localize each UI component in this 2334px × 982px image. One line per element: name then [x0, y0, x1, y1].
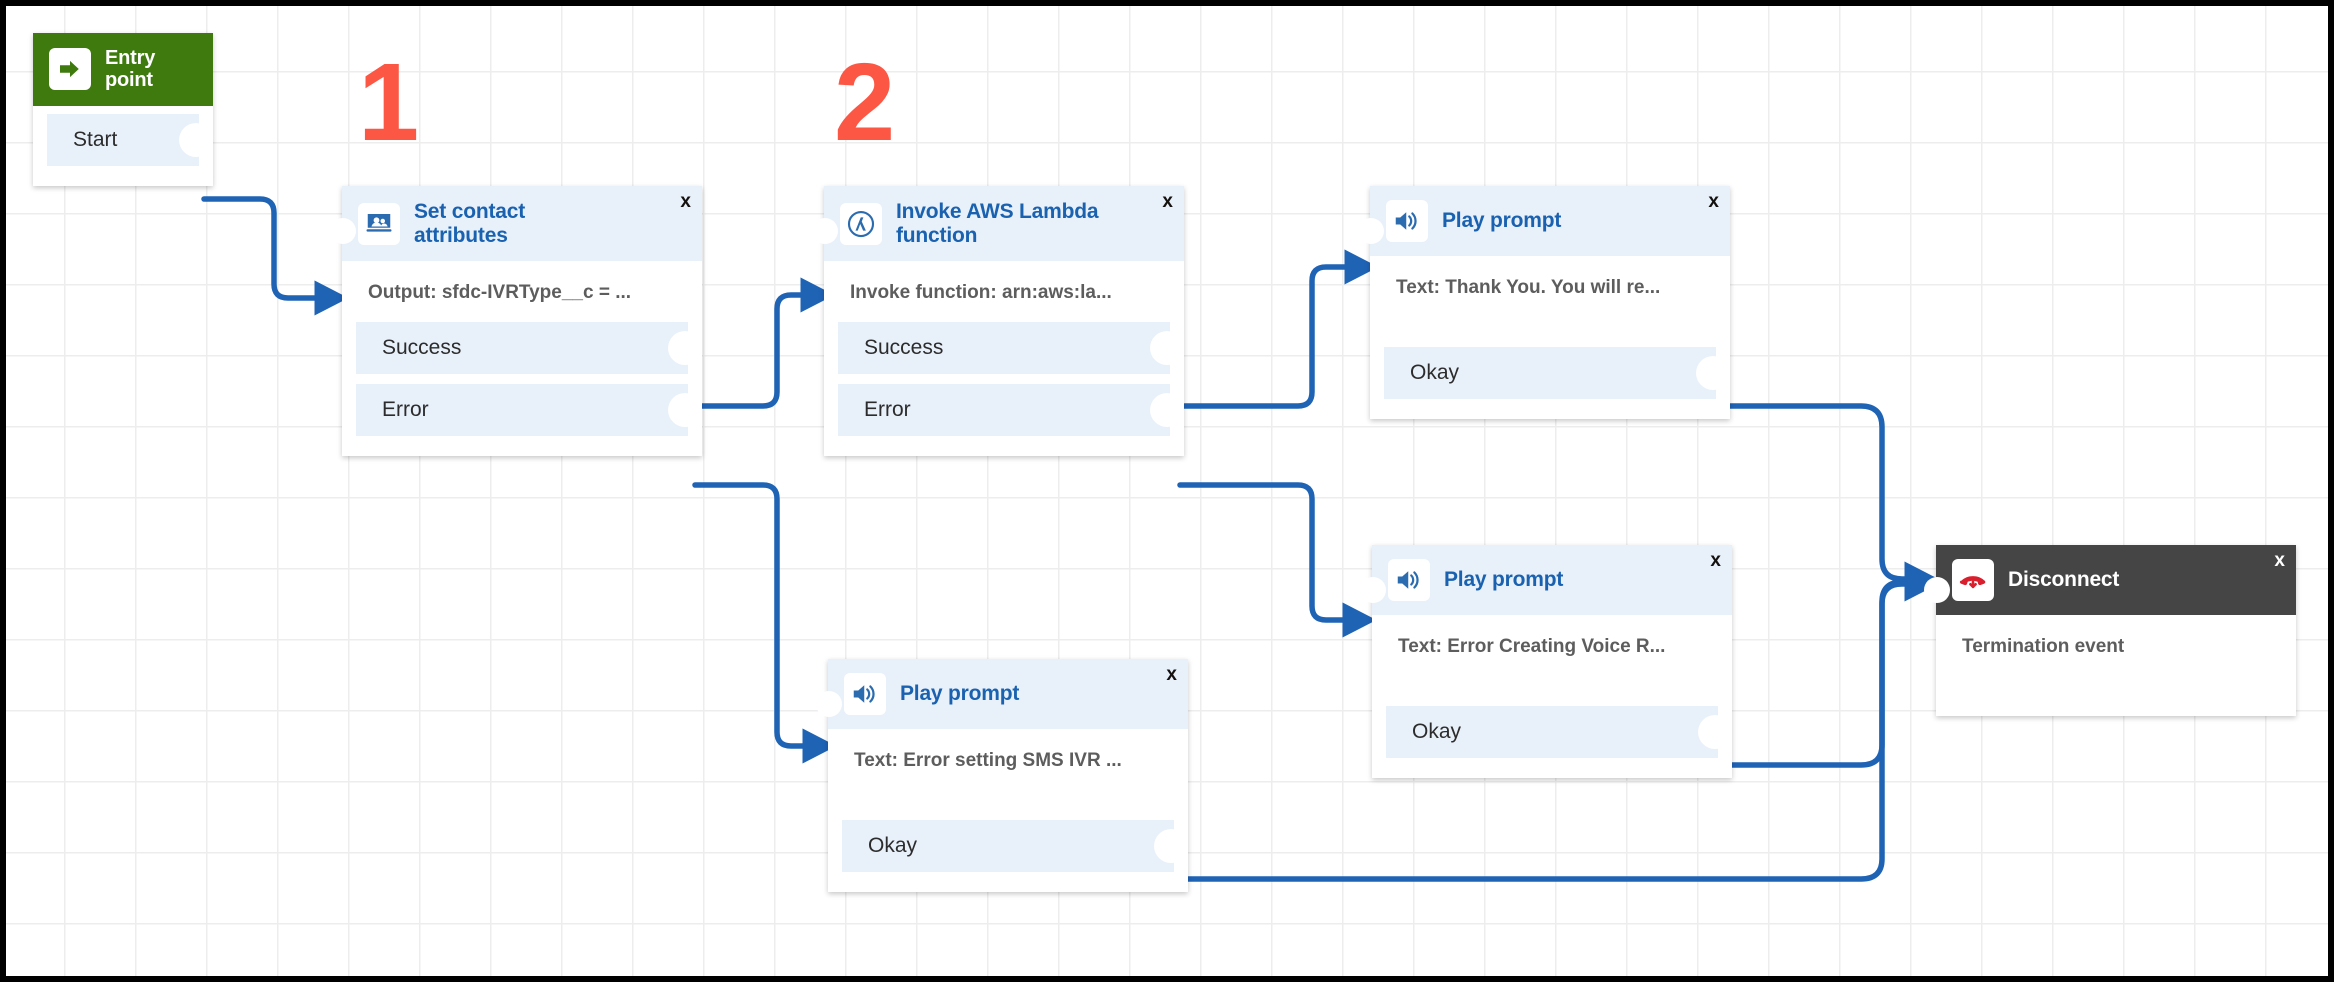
port-error[interactable]: Error — [838, 384, 1184, 437]
close-icon[interactable]: x — [2274, 550, 2285, 571]
node-title: Play prompt — [900, 682, 1020, 706]
port-okay[interactable]: Okay — [842, 820, 1188, 872]
entry-arrow-icon — [49, 48, 91, 91]
input-connector-dot[interactable] — [812, 218, 838, 244]
wire-errorsms-to-disconnect — [1181, 566, 1939, 882]
port-label: Okay — [1412, 720, 1462, 743]
input-connector-dot[interactable] — [1358, 218, 1384, 244]
wire-start-to-set-attributes — [201, 196, 349, 316]
port-label: Start — [73, 127, 118, 151]
speaker-icon — [844, 673, 886, 715]
port-success[interactable]: Success — [838, 322, 1184, 375]
wire-lambda-success-to-thankyou — [1177, 249, 1379, 409]
wire-setattrs-error-to-sms-prompt — [692, 482, 837, 764]
node-ports: Okay — [1372, 668, 1732, 778]
node-ports: Start — [33, 106, 213, 186]
hangup-phone-icon — [1952, 559, 1994, 601]
node-title: Play prompt — [1442, 209, 1562, 233]
wire-thankyou-to-disconnect — [1715, 403, 1939, 597]
node-ports: Okay — [1370, 309, 1730, 419]
node-disconnect[interactable]: Disconnect x Termination event — [1924, 545, 2296, 716]
node-title: Disconnect — [2008, 568, 2120, 592]
close-icon[interactable]: x — [1166, 664, 1177, 685]
port-start[interactable]: Start — [47, 113, 213, 166]
node-play-prompt-error-voice[interactable]: Play prompt x Text: Error Creating Voice… — [1360, 545, 1732, 778]
speaker-icon — [1386, 200, 1428, 242]
input-connector-dot[interactable] — [330, 218, 356, 244]
node-title: Entry point — [105, 47, 156, 92]
node-header: Disconnect x — [1936, 545, 2296, 615]
port-connector-dot[interactable] — [1150, 331, 1184, 366]
port-label: Success — [382, 336, 462, 360]
annotation-number-1: 1 — [358, 41, 420, 164]
port-connector-dot[interactable] — [668, 331, 702, 366]
node-play-prompt-error-sms[interactable]: Play prompt x Text: Error setting SMS IV… — [816, 659, 1188, 892]
input-connector-dot[interactable] — [1924, 577, 1950, 603]
port-okay[interactable]: Okay — [1386, 706, 1732, 758]
port-connector-dot[interactable] — [179, 122, 213, 157]
port-connector-dot[interactable] — [1154, 829, 1188, 863]
node-description: Text: Thank You. You will re... — [1396, 277, 1661, 298]
node-description: Text: Error setting SMS IVR ... — [854, 750, 1122, 771]
port-success[interactable]: Success — [356, 322, 702, 375]
close-icon[interactable]: x — [1162, 191, 1173, 212]
node-header: Set contact attributes x — [342, 186, 702, 262]
node-header: Play prompt x — [1370, 186, 1730, 256]
port-okay[interactable]: Okay — [1384, 347, 1730, 399]
node-ports: Success Error — [824, 314, 1184, 456]
wire-errorvoice-to-disconnect — [1721, 564, 1939, 768]
port-connector-dot[interactable] — [1150, 393, 1184, 428]
node-ports: Okay — [828, 782, 1188, 892]
node-title: Set contact attributes — [414, 200, 525, 247]
port-label: Success — [864, 336, 944, 360]
node-invoke-aws-lambda-function[interactable]: Invoke AWS Lambda function x Invoke func… — [812, 186, 1184, 457]
port-connector-dot[interactable] — [1696, 356, 1730, 390]
close-icon[interactable]: x — [1708, 191, 1719, 212]
input-connector-dot[interactable] — [1360, 577, 1386, 603]
port-label: Error — [864, 398, 911, 422]
close-icon[interactable]: x — [680, 191, 691, 212]
node-entry-point[interactable]: Entry point Start — [33, 33, 213, 186]
node-header: Entry point — [33, 33, 213, 106]
close-icon[interactable]: x — [1710, 550, 1721, 571]
node-description: Termination event — [1962, 636, 2125, 657]
node-play-prompt-thank-you[interactable]: Play prompt x Text: Thank You. You will … — [1358, 186, 1730, 419]
node-description: Invoke function: arn:aws:la... — [850, 282, 1112, 304]
port-error[interactable]: Error — [356, 384, 702, 437]
port-connector-dot[interactable] — [1698, 715, 1732, 749]
input-connector-dot[interactable] — [816, 691, 842, 717]
node-header: Play prompt x — [828, 659, 1188, 729]
node-set-contact-attributes[interactable]: Set contact attributes x Output: sfdc-IV… — [330, 186, 702, 457]
annotation-number-2: 2 — [834, 41, 896, 164]
lambda-icon — [840, 202, 882, 245]
node-title: Play prompt — [1444, 568, 1564, 592]
port-label: Error — [382, 398, 429, 422]
node-description: Text: Error Creating Voice R... — [1398, 636, 1666, 657]
port-connector-dot[interactable] — [668, 393, 702, 428]
speaker-icon — [1388, 559, 1430, 601]
node-ports: Success Error — [342, 314, 702, 456]
connector-layer — [201, 196, 1939, 882]
wire-setattrs-success-to-lambda — [692, 277, 835, 409]
node-description: Output: sfdc-IVRType__c = ... — [368, 282, 632, 304]
node-title: Invoke AWS Lambda function — [896, 200, 1099, 247]
port-label: Okay — [1410, 361, 1460, 384]
port-label: Okay — [868, 834, 918, 857]
wire-lambda-error-to-errorvoice — [1177, 482, 1377, 638]
contact-attributes-icon — [358, 202, 400, 245]
node-header: Invoke AWS Lambda function x — [824, 186, 1184, 262]
node-header: Play prompt x — [1372, 545, 1732, 615]
canvas-grid — [6, 6, 2328, 976]
